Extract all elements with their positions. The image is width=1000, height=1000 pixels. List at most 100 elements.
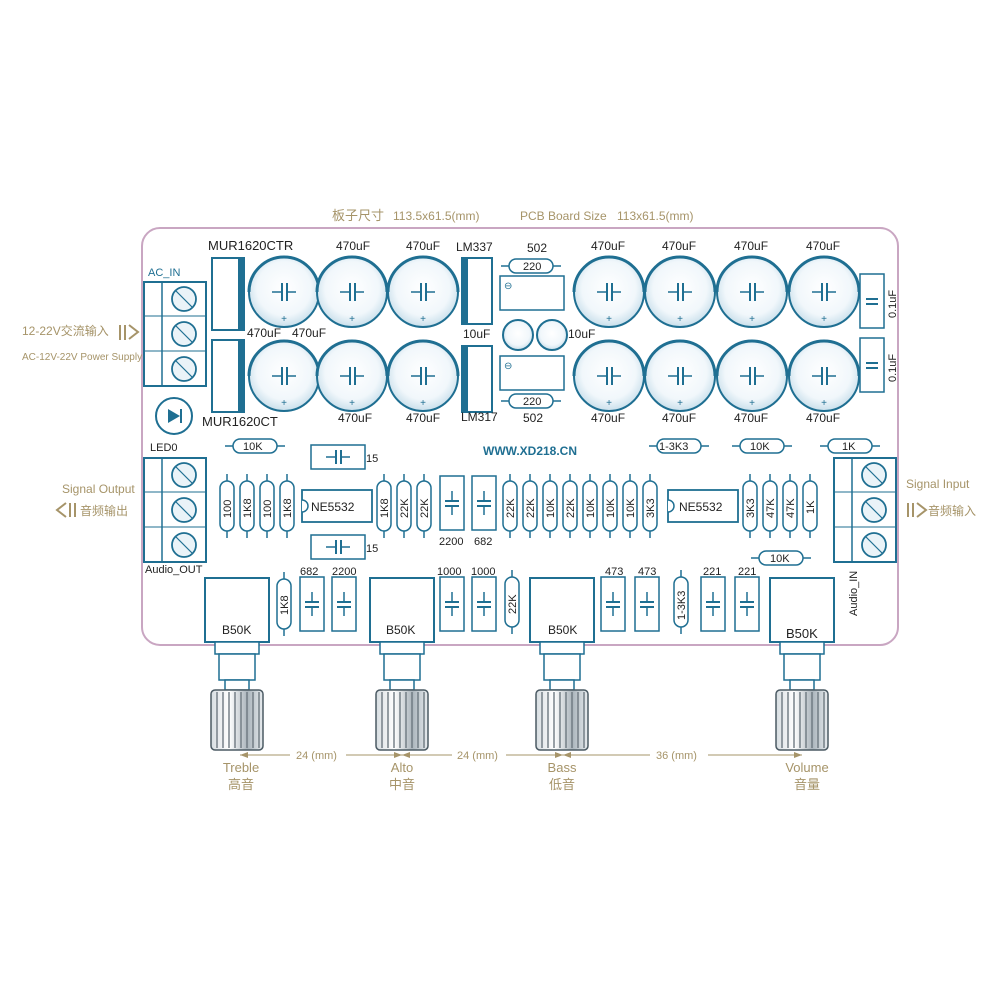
signal-output-cn: 音频输出 xyxy=(80,503,128,518)
signal-output-en: Signal Output xyxy=(62,482,135,496)
knob-bass-en: Bass xyxy=(548,760,577,775)
cap-2200-mid-label: 2200 xyxy=(439,536,463,548)
res-1k8-lower-label: 1K8 xyxy=(279,595,291,615)
audio-out-terminal xyxy=(143,457,207,563)
cap-10uf-left xyxy=(502,319,534,351)
res-220-top-label: 220 xyxy=(523,261,541,273)
cap-470-top-1: 470uF xyxy=(336,239,370,253)
cap-470-bottom-3: 470uF xyxy=(591,411,625,425)
pot-treble-model: B50K xyxy=(222,623,251,637)
knob-bass-cn: 低音 xyxy=(549,777,575,792)
res-502-bottom-label: 502 xyxy=(523,411,543,425)
cap-470-bottom-4: 470uF xyxy=(662,411,696,425)
cap-470-mid-2: 470uF xyxy=(292,326,326,340)
res-mid-3: 22K xyxy=(419,498,431,518)
pot-bass[interactable]: B50K xyxy=(529,577,595,751)
res-1-3k3-lower-label: 1-3K3 xyxy=(676,591,688,620)
cap-470-bottom-6: 470uF xyxy=(806,411,840,425)
cap-470-top-3: 470uF xyxy=(591,239,625,253)
res-right-7: 10K xyxy=(625,498,637,518)
cap-10uf-right-label: 10uF xyxy=(568,327,595,341)
opamp-left xyxy=(301,489,373,523)
cap-0-1uf-bottom-label: 0.1uF xyxy=(887,354,899,382)
knob-alto-cn: 中音 xyxy=(389,777,415,792)
cap-682-lower xyxy=(299,576,325,632)
ac-input-terminal xyxy=(143,281,207,387)
cap-470-top-6: 470uF xyxy=(806,239,840,253)
cap-473a xyxy=(600,576,626,632)
cap-470-bottom-2: 470uF xyxy=(406,411,440,425)
knob-treble-en: Treble xyxy=(223,760,259,775)
audio-in-terminal xyxy=(833,457,897,563)
audio-in-label: Audio_IN xyxy=(848,571,860,616)
cap-1000a xyxy=(439,576,465,632)
reg-bottom-label: LM317 xyxy=(461,410,498,424)
pcb-size-value: 113x61.5(mm) xyxy=(617,209,693,223)
spacing-1: 24 (mm) xyxy=(296,750,337,762)
input-signal-arrow-icon xyxy=(907,502,928,518)
ac-in-label: AC_IN xyxy=(148,267,180,279)
cap-2200-lower-label: 2200 xyxy=(332,566,356,578)
board-size-cn-label: 板子尺寸 xyxy=(332,208,384,223)
trimmer-bottom xyxy=(499,355,565,391)
cap-2200-lower xyxy=(331,576,357,632)
cap-10uf-right xyxy=(536,319,568,351)
cap-470-mid-1: 470uF xyxy=(247,326,281,340)
res-far-4: 1K xyxy=(805,500,817,514)
res-right-6: 10K xyxy=(605,498,617,518)
cap-1000b xyxy=(471,576,497,632)
cap-470-top-4: 470uF xyxy=(662,239,696,253)
spacing-2: 24 (mm) xyxy=(457,750,498,762)
diode-top-label: MUR1620CTR xyxy=(208,238,293,253)
cap-682-mid-label: 682 xyxy=(474,536,492,548)
cap-221a-label: 221 xyxy=(703,566,721,578)
cap-470-top-2: 470uF xyxy=(406,239,440,253)
reg-top-label: LM337 xyxy=(456,240,493,254)
cap-473b-label: 473 xyxy=(638,566,656,578)
pot-volume[interactable]: B50K xyxy=(769,577,835,751)
cap-470-bottom-1: 470uF xyxy=(338,411,372,425)
trimmer-top xyxy=(499,275,565,311)
cap-221b xyxy=(734,576,760,632)
res-right-4: 22K xyxy=(565,498,577,518)
knob-volume-en: Volume xyxy=(785,760,828,775)
cap-473b xyxy=(634,576,660,632)
knob-treble-cn: 高音 xyxy=(228,777,254,792)
cap-470-top-5: 470uF xyxy=(734,239,768,253)
res-mid-2: 22K xyxy=(399,498,411,518)
website-label: WWW.XD218.CN xyxy=(483,444,577,458)
res-right-8: 3K3 xyxy=(645,498,657,518)
pot-alto-model: B50K xyxy=(386,623,415,637)
output-arrow-icon xyxy=(55,502,76,518)
cap-15-bottom-label: 15 xyxy=(366,543,378,555)
pot-treble[interactable]: B50K xyxy=(204,577,270,751)
board-size-cn-value: 113.5x61.5(mm) xyxy=(393,209,479,223)
res-left-2: 1K8 xyxy=(242,498,254,518)
cap-221a xyxy=(700,576,726,632)
res-left-1: 100 xyxy=(222,500,234,518)
cap-1000a-label: 1000 xyxy=(437,566,461,578)
knob-alto-en: Alto xyxy=(391,760,413,775)
res-right-1: 22K xyxy=(505,498,517,518)
cap-0-1uf-top-label: 0.1uF xyxy=(887,290,899,318)
diode-bottom-label: MUR1620CT xyxy=(202,414,278,429)
cap-10uf-left-label: 10uF xyxy=(463,327,490,341)
cap-15-top xyxy=(310,444,366,470)
power-input-cn: 12-22V交流输入 xyxy=(22,323,109,338)
res-mid-1: 1K8 xyxy=(379,498,391,518)
svg-text:⊖: ⊖ xyxy=(504,281,512,292)
cap-682-lower-label: 682 xyxy=(300,566,318,578)
res-right-5: 10K xyxy=(585,498,597,518)
power-input-en: AC-12V-22V Power Supply xyxy=(22,352,142,363)
res-far-3: 47K xyxy=(785,498,797,518)
cap-221b-label: 221 xyxy=(738,566,756,578)
input-arrow-icon xyxy=(119,324,140,340)
pot-alto[interactable]: B50K xyxy=(369,577,435,751)
res-far-1: 3K3 xyxy=(745,498,757,518)
cap-15-bottom xyxy=(310,534,366,560)
knob-volume-cn: 音量 xyxy=(794,777,820,792)
opamp-left-label: NE5532 xyxy=(311,500,355,514)
signal-input-en: Signal Input xyxy=(906,477,970,491)
res-right-3: 10K xyxy=(545,498,557,518)
